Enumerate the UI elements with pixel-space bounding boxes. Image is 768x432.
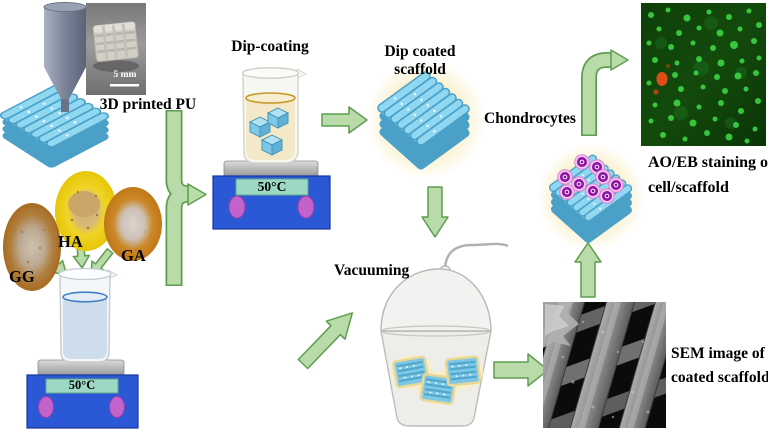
hotplate-mixing-knob-right[interactable] xyxy=(109,396,125,418)
vacuum-tube xyxy=(443,242,509,269)
arrow-coated-to-vacuum xyxy=(421,186,449,238)
vacuum-desiccator xyxy=(380,242,509,427)
temp-reading-mixing: 50°C xyxy=(68,378,96,392)
temp-reading-dipcoating: 50°C xyxy=(257,179,287,194)
hotplate-dipcoating xyxy=(212,160,331,230)
mixing-beaker xyxy=(58,267,118,363)
fluorescence-image xyxy=(641,3,766,146)
label-dip-coating: Dip-coating xyxy=(231,38,309,55)
caption-aoeb-line2: cell/scaffold xyxy=(648,179,729,196)
label-ha: HA xyxy=(58,232,83,251)
arrow-cells-to-staining xyxy=(581,49,629,136)
temp-display-dipcoating xyxy=(235,178,309,196)
caption-aoeb-line1: AO/EB staining of xyxy=(648,154,768,171)
sem-image xyxy=(543,302,666,428)
chondrocyte-cells xyxy=(557,154,624,204)
printed-scaffold-graphic xyxy=(5,88,103,164)
mixing-liquid xyxy=(63,297,107,359)
printer-nozzle xyxy=(43,2,87,112)
hotplate-mixing xyxy=(26,359,139,429)
dipcoating-beaker xyxy=(241,67,307,164)
label-printed-pu: 3D printed PU xyxy=(99,96,197,113)
hotplate-dip-knob-left[interactable] xyxy=(228,195,246,219)
hotplate-mixing-knob-left[interactable] xyxy=(38,396,54,418)
inset-photo xyxy=(86,3,146,95)
eb-stained-cell xyxy=(656,72,668,86)
arrow-vacuum-to-sem xyxy=(493,353,549,387)
label-coated-scaffold: Dip coated scaffold xyxy=(384,43,456,78)
material-circle-ha xyxy=(55,171,117,251)
material-circle-ga xyxy=(104,187,162,261)
label-chondrocytes: Chondrocytes xyxy=(484,110,576,127)
arrow-sem-to-cells xyxy=(574,242,602,298)
temp-display-mixing xyxy=(45,378,119,394)
label-vacuuming: Vacuuming xyxy=(334,262,410,279)
arrow-dipcoating-to-coated xyxy=(321,106,368,134)
scale-bar-label: 5 mm xyxy=(113,70,137,80)
vacuum-sample-3 xyxy=(444,355,482,387)
caption-sem: SEM image of coated scaffold xyxy=(671,342,768,390)
scale-bar-line xyxy=(110,84,139,87)
material-circle-gg xyxy=(3,203,61,291)
hotplate-dip-knob-right[interactable] xyxy=(297,195,315,219)
desiccator-dome xyxy=(380,268,492,332)
label-ga: GA xyxy=(121,246,146,265)
arrow-merge-to-dipcoating xyxy=(165,110,207,286)
caption-aoeb: AO/EB staining of cell/scaffold xyxy=(648,150,768,200)
arrow-mixing-to-vacuum xyxy=(297,312,354,370)
caption-sem-line2: coated scaffold xyxy=(671,369,768,386)
caption-sem-line1: SEM image of xyxy=(671,345,765,362)
label-gg: GG xyxy=(9,267,35,286)
